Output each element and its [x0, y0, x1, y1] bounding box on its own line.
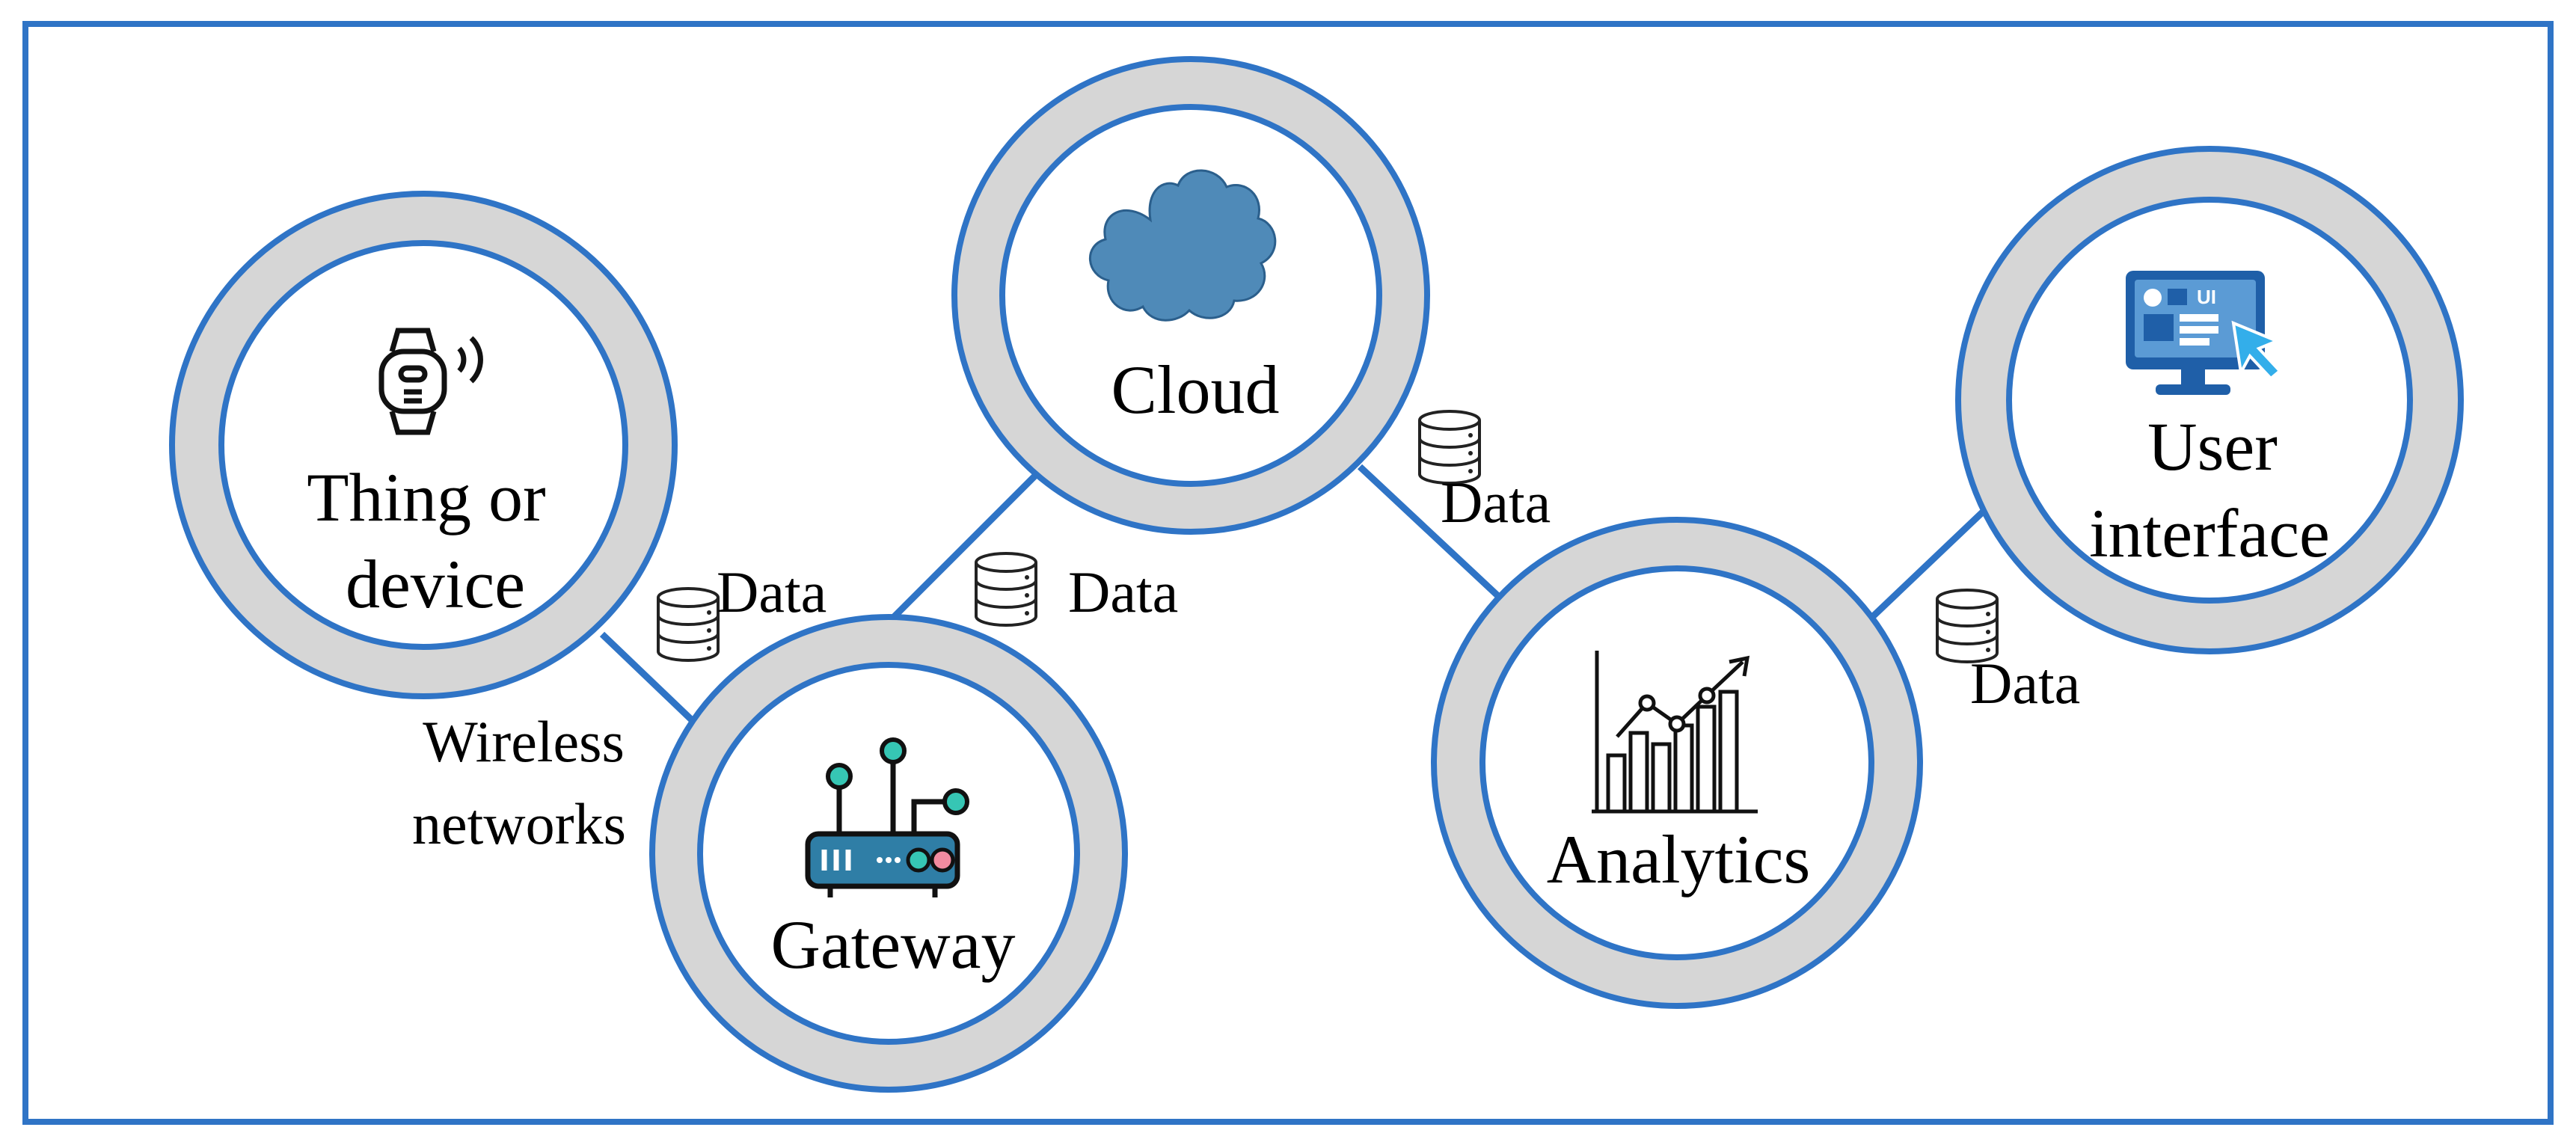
edge-gateway-cloud-data-label: Data [1068, 559, 1178, 624]
smartwatch-icon [378, 328, 483, 435]
cloud-icon [1088, 169, 1277, 322]
connector-cloud-analytics [1357, 464, 1501, 599]
bar-chart-icon [1592, 651, 1758, 814]
node-gateway-label: Gateway [771, 906, 1016, 983]
node-cloud-label: Cloud [1111, 352, 1280, 428]
router-icon [805, 737, 969, 897]
node-user-interface: UI User interface [1955, 146, 2464, 654]
database-icon [975, 552, 1037, 627]
node-thing-label-line1: Thing or [307, 459, 545, 535]
node-cloud: Cloud [951, 56, 1430, 535]
database-icon [657, 587, 720, 662]
node-ui-label-line1: User [2147, 408, 2278, 485]
node-gateway: Gateway [649, 614, 1128, 1093]
edge-thing-gateway-data-label: Data [717, 559, 827, 624]
node-thing-or-device: Thing or device [169, 191, 678, 699]
monitor-ui-icon: UI [2126, 271, 2282, 395]
connector-thing-gateway [599, 631, 710, 737]
connector-gateway-cloud [885, 467, 1044, 626]
edge-cloud-analytics-data-label: Data [1441, 470, 1551, 535]
database-icon [1418, 410, 1481, 485]
ui-badge-text: UI [2197, 286, 2216, 308]
node-ui-inner [2006, 197, 2413, 604]
node-thing-inner [218, 240, 628, 650]
node-analytics: Analytics [1431, 517, 1923, 1009]
database-icon [1936, 589, 1999, 663]
edge-analytics-ui-data-label: Data [1970, 651, 2080, 716]
edge-thing-gateway-sublabel-line2: networks [412, 791, 626, 856]
outer-frame [22, 21, 2554, 1125]
edge-thing-gateway-sublabel-line1: Wireless [423, 709, 625, 774]
node-analytics-label: Analytics [1547, 821, 1811, 897]
connector-analytics-ui [1867, 500, 1996, 622]
node-ui-label-line2: interface [2089, 495, 2330, 571]
node-thing-label-line2: device [346, 546, 525, 622]
